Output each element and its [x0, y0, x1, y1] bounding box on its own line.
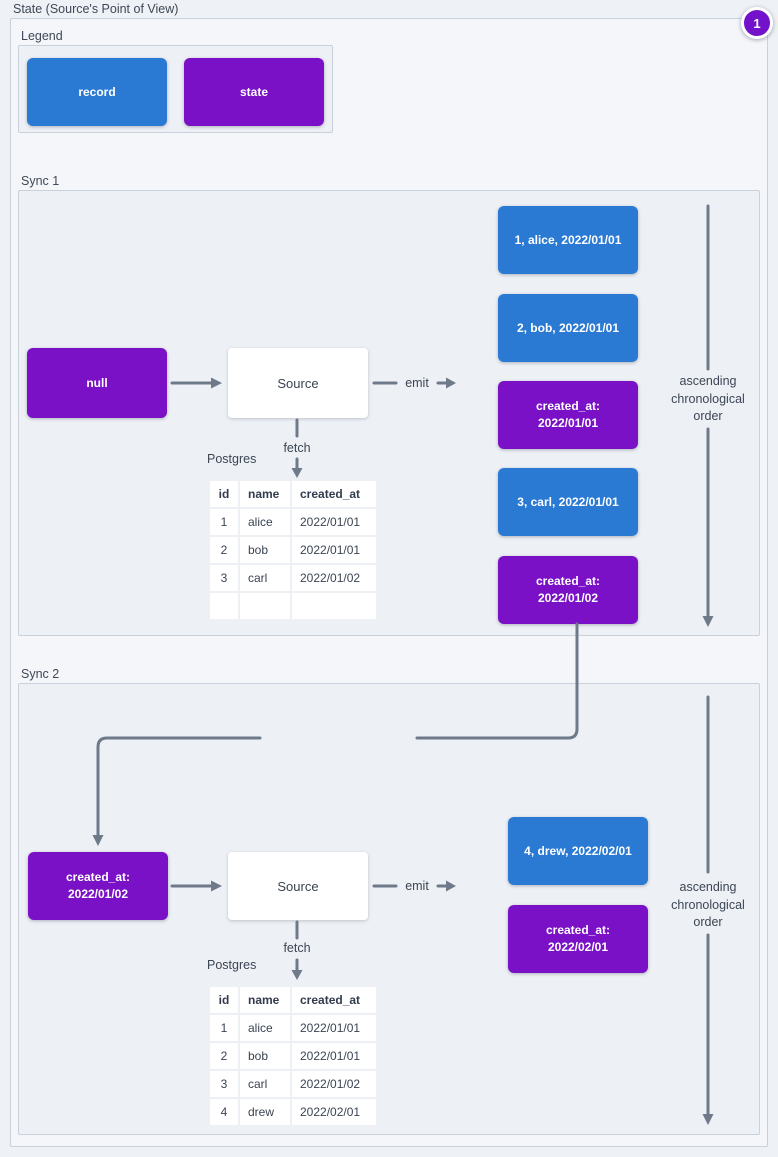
legend-state-chip: state	[184, 58, 324, 126]
sync1-database-label: Postgres	[207, 452, 257, 466]
sync1-input-state-text: null	[86, 375, 108, 390]
emitted-text: created_at: 2022/02/01	[545, 923, 611, 954]
emitted-text: created_at: 2022/01/02	[535, 574, 601, 605]
cell: 1	[210, 1015, 238, 1041]
emitted-text: 4, drew, 2022/02/01	[524, 843, 632, 858]
sync1-source-text: Source	[277, 375, 319, 391]
cell: 2022/01/02	[292, 1071, 376, 1097]
col-name: name	[240, 481, 290, 507]
sync1-source-node: Source	[228, 348, 368, 418]
cell: drew	[240, 1099, 290, 1125]
sync1-emitted-state-1: created_at: 2022/01/01	[498, 381, 638, 449]
legend-record-chip: record	[27, 58, 167, 126]
sync2-postgres-table: id name created_at 1 alice 2022/01/01 2 …	[208, 985, 378, 1127]
sync1-emitted-record-1: 1, alice, 2022/01/01	[498, 206, 638, 274]
table-row-empty	[210, 593, 376, 619]
sync2-source-node: Source	[228, 852, 368, 920]
table-row: 1 alice 2022/01/01	[210, 1015, 376, 1041]
emitted-text: 1, alice, 2022/01/01	[514, 232, 622, 247]
cell: bob	[240, 537, 290, 563]
cell: carl	[240, 1071, 290, 1097]
step-badge: 1	[741, 7, 773, 39]
sync1-emitted-record-2: 2, bob, 2022/01/01	[498, 294, 638, 362]
cell	[292, 593, 376, 619]
cell: 1	[210, 509, 238, 535]
sync1-emit-label: emit	[405, 376, 429, 390]
col-name: name	[240, 987, 290, 1013]
sync2-input-state-chip: created_at: 2022/01/02	[28, 852, 168, 920]
cell: carl	[240, 565, 290, 591]
cell	[210, 593, 238, 619]
legend-label: Legend	[21, 29, 63, 43]
legend-record-text: record	[78, 84, 116, 99]
sync2-source-text: Source	[277, 878, 319, 894]
emitted-text: created_at: 2022/01/01	[535, 399, 601, 430]
sync2-database-label: Postgres	[207, 958, 257, 972]
table-row: 2 bob 2022/01/01	[210, 537, 376, 563]
sync1-postgres-table: id name created_at 1 alice 2022/01/01 2 …	[208, 479, 378, 621]
emitted-text: 2, bob, 2022/01/01	[516, 320, 620, 335]
col-created-at: created_at	[292, 987, 376, 1013]
table-row: 2 bob 2022/01/01	[210, 1043, 376, 1069]
table-header-row: id name created_at	[210, 481, 376, 507]
cell	[240, 593, 290, 619]
cell: 2022/01/01	[292, 1043, 376, 1069]
table-header-row: id name created_at	[210, 987, 376, 1013]
table-row: 4 drew 2022/02/01	[210, 1099, 376, 1125]
table-row: 3 carl 2022/01/02	[210, 565, 376, 591]
cell: 2	[210, 537, 238, 563]
cell: 2022/01/01	[292, 537, 376, 563]
sync1-emitted-state-2: created_at: 2022/01/02	[498, 556, 638, 624]
cell: 2	[210, 1043, 238, 1069]
cell: bob	[240, 1043, 290, 1069]
sync2-order-note: ascending chronological order	[671, 880, 745, 929]
cell: 4	[210, 1099, 238, 1125]
cell: alice	[240, 1015, 290, 1041]
sync1-label: Sync 1	[21, 174, 60, 188]
cell: 2022/01/02	[292, 565, 376, 591]
sync2-emitted-state-1: created_at: 2022/02/01	[508, 905, 648, 973]
cell: 2022/01/01	[292, 509, 376, 535]
sync2-label: Sync 2	[21, 667, 60, 681]
cell: 2022/01/01	[292, 1015, 376, 1041]
sync1-order-note: ascending chronological order	[671, 374, 745, 423]
diagram-title: State (Source's Point of View)	[13, 2, 179, 16]
cell: 3	[210, 565, 238, 591]
col-created-at: created_at	[292, 481, 376, 507]
sync1-emitted-record-3: 3, carl, 2022/01/01	[498, 468, 638, 536]
sync2-emit-label: emit	[405, 879, 429, 893]
sync2-emitted-record-1: 4, drew, 2022/02/01	[508, 817, 648, 885]
col-id: id	[210, 987, 238, 1013]
legend-state-text: state	[239, 84, 268, 99]
cell: 2022/02/01	[292, 1099, 376, 1125]
emitted-text: 3, carl, 2022/01/01	[517, 494, 619, 509]
table-row: 3 carl 2022/01/02	[210, 1071, 376, 1097]
sync1-fetch-label: fetch	[283, 441, 311, 455]
cell: alice	[240, 509, 290, 535]
cell: 3	[210, 1071, 238, 1097]
sync2-fetch-label: fetch	[283, 941, 311, 955]
sync2-input-state-text: created_at: 2022/01/02	[65, 870, 131, 901]
sync1-input-state-chip: null	[27, 348, 167, 418]
col-id: id	[210, 481, 238, 507]
table-row: 1 alice 2022/01/01	[210, 509, 376, 535]
